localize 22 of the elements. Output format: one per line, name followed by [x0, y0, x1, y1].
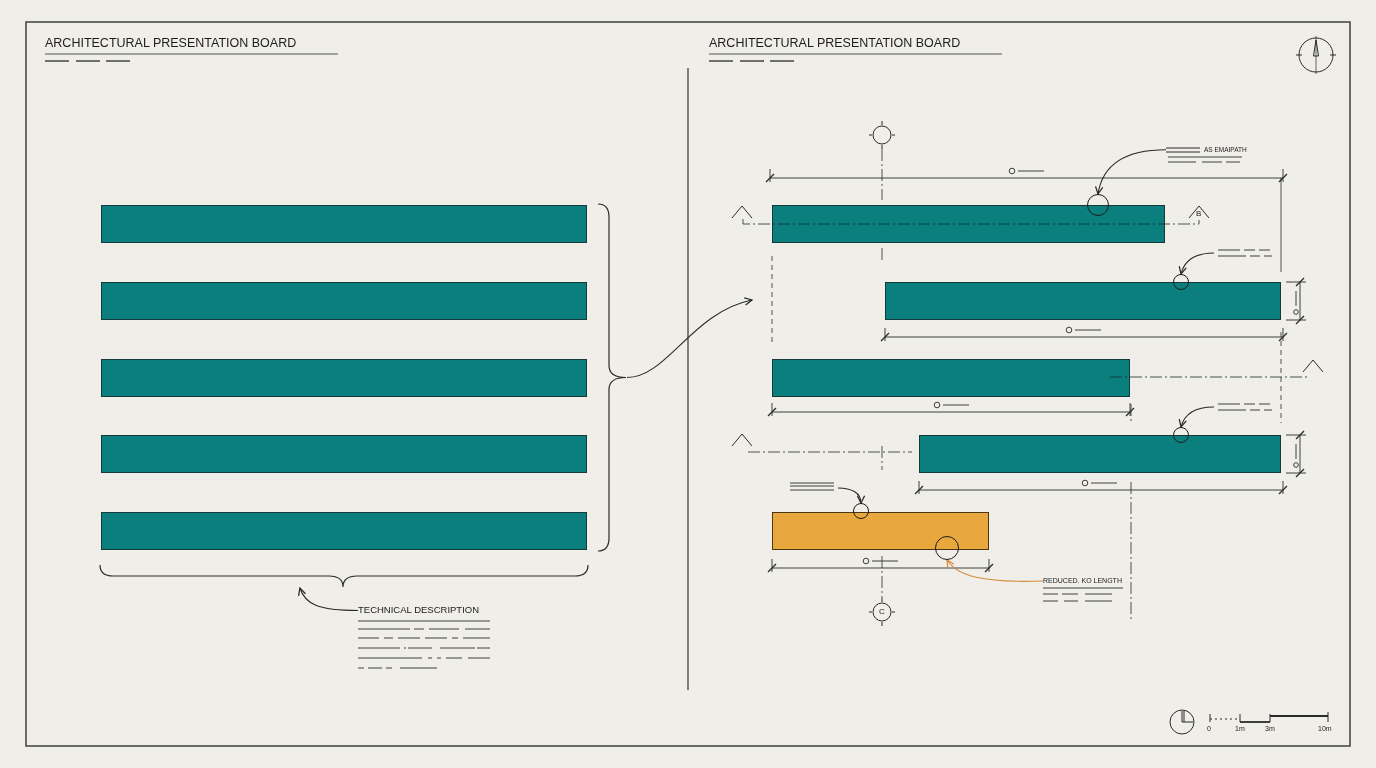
bar	[101, 205, 587, 243]
leader-arrow	[837, 487, 865, 504]
bar	[772, 205, 1165, 243]
section-letter: B	[1196, 210, 1202, 218]
description-heading: TECHNICAL DESCRIPTION	[358, 605, 480, 616]
bar	[885, 282, 1281, 320]
board-heading: ARCHITECTURAL PRESENTATION BOARD	[45, 37, 297, 50]
grid-letter: C	[879, 608, 885, 616]
bar	[772, 359, 1130, 397]
bar	[101, 282, 587, 320]
bar	[919, 435, 1281, 473]
leader-arrow	[946, 559, 1044, 582]
bar	[101, 435, 587, 473]
leader-arrow	[298, 587, 359, 611]
bar	[101, 359, 587, 397]
leader-arrow	[1095, 149, 1167, 195]
board-heading: ARCHITECTURAL PRESENTATION BOARD	[709, 37, 961, 50]
leader-arrow	[1179, 406, 1215, 428]
highlighted-bar	[772, 512, 989, 550]
curved-arrow	[626, 297, 753, 379]
bar	[101, 512, 587, 550]
leader-arrow	[1179, 252, 1215, 275]
